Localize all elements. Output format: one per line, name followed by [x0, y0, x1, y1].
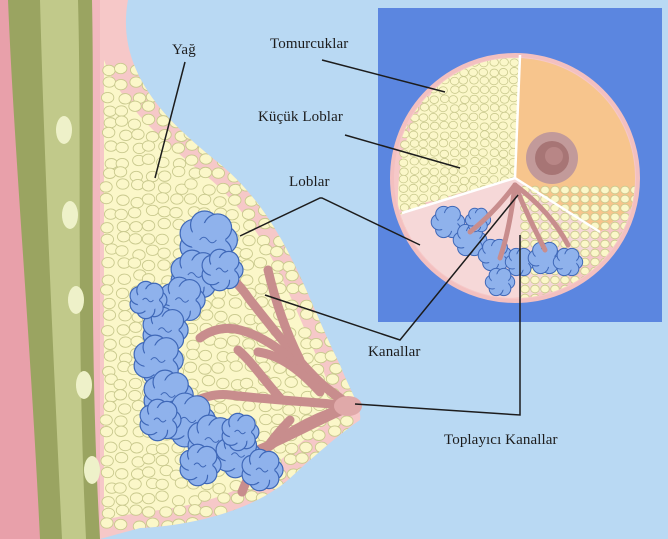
label-buds: Tomurcuklar: [270, 36, 348, 53]
nipple: [334, 396, 362, 416]
label-small-lobules: Küçük Loblar: [258, 109, 343, 126]
lobule: [140, 399, 181, 440]
inset-lobule: [485, 268, 514, 295]
lobule: [202, 249, 243, 290]
rib: [62, 201, 78, 229]
label-fat: Yağ: [172, 42, 196, 59]
label-collecting-ducts: Toplayıcı Kanallar: [444, 432, 558, 449]
lobule: [180, 444, 221, 485]
inset-lobule: [553, 248, 582, 275]
label-ducts: Kanallar: [368, 344, 420, 361]
lobule: [242, 449, 283, 490]
rib: [68, 286, 84, 314]
lobule: [130, 281, 167, 318]
rib: [84, 456, 100, 484]
label-lobules: Loblar: [289, 174, 330, 191]
lobule: [222, 413, 259, 450]
rib: [76, 371, 92, 399]
rib: [56, 116, 72, 144]
